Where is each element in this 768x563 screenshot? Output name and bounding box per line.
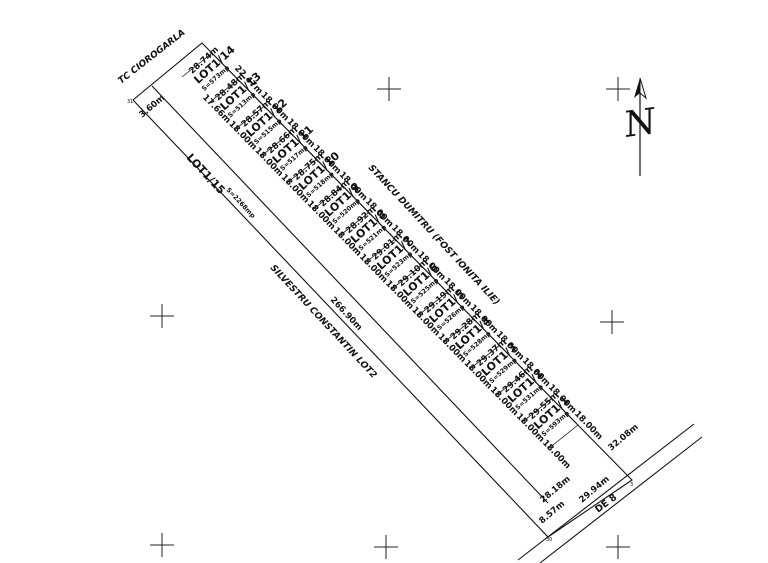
point-bottom: 30 (546, 537, 552, 543)
adjacent-top-left: TC CIOROGARLA (117, 28, 188, 86)
dim-bottom-small: 8.57m (538, 499, 568, 526)
lot-separator (495, 371, 526, 397)
adjacent-west: SILVESTRU CONSTANTIN LOT2 (268, 263, 378, 380)
point-top-left: 31 (127, 99, 133, 105)
lot-separator (443, 318, 474, 344)
dim-bottom-right: 32.08m (607, 422, 641, 453)
lot-separator (547, 424, 579, 450)
lot-separator (338, 212, 370, 237)
lots-layer: LOT1/1S=593mp29.55m18.00m18.00mLOT1/2S=5… (181, 43, 604, 471)
dim-top-small: 3.60m (138, 93, 168, 120)
lot-separator (390, 265, 422, 290)
lot-separator (286, 158, 317, 184)
north-arrow-icon: N (624, 77, 656, 176)
plot-outline (132, 42, 633, 538)
point-end: 3 (630, 482, 633, 488)
lot-separator (521, 398, 553, 423)
lot-separator (260, 132, 291, 158)
north-label: N (624, 99, 655, 146)
dim-bottom-left: 28.18m (539, 474, 573, 505)
lot-separator (364, 238, 396, 264)
lot-separator (207, 79, 239, 104)
lot-back-dim: 18.00m (540, 438, 572, 471)
lot-separator (234, 105, 265, 131)
lot-separator (417, 291, 448, 317)
lot-separator (469, 344, 500, 370)
lot-separator (312, 185, 343, 211)
registration-marks (150, 77, 630, 559)
lot-separator (181, 52, 213, 78)
